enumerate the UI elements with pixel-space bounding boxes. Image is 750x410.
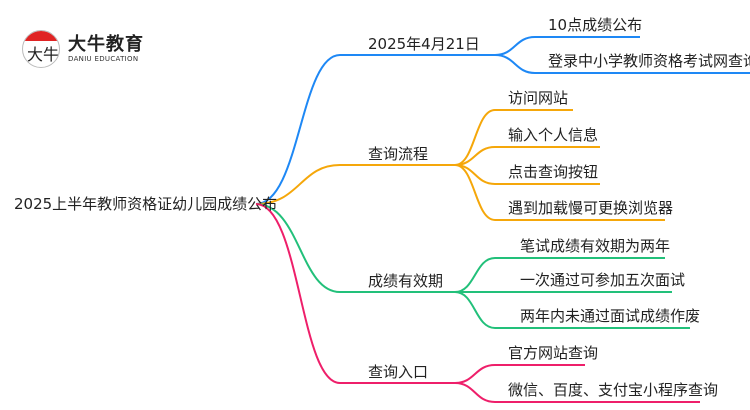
leaf: 点击查询按钮 [508,163,598,181]
edge-b2-c0 [454,257,665,293]
branch-date: 2025年4月21日 [368,35,480,53]
edge-b3-c0 [454,364,585,384]
logo-mark: 大牛 [22,30,60,68]
edge-root-b0 [255,54,495,205]
branch-query-entry: 查询入口 [368,363,428,381]
branch-query-process: 查询流程 [368,145,428,163]
edge-b2-c2 [454,291,690,329]
edge-b1-c1 [454,146,600,166]
logo: 大牛 大牛教育 DANIU EDUCATION [22,30,144,68]
leaf: 官方网站查询 [508,344,598,362]
leaf: 笔试成绩有效期为两年 [520,237,670,255]
leaf: 两年内未通过面试成绩作废 [520,307,700,325]
leaf: 登录中小学教师资格考试网查询 [548,52,750,70]
root-node: 2025上半年教师资格证幼儿园成绩公布 [14,195,277,213]
leaf: 输入个人信息 [508,126,598,144]
leaf: 访问网站 [508,89,568,107]
edge-b1-c3 [454,164,665,221]
edge-root-b1 [255,164,455,205]
leaf: 遇到加载慢可更换浏览器 [508,199,673,217]
edge-b3-c1 [454,382,700,403]
edge-b1-c0 [454,109,573,166]
logo-subtitle: DANIU EDUCATION [68,55,139,63]
leaf: 一次通过可参加五次面试 [520,271,685,289]
edge-b0-c1 [494,54,750,74]
leaf: 微信、百度、支付宝小程序查询 [508,381,718,399]
edge-b0-c0 [494,36,640,56]
edge-root-b2 [255,203,455,293]
logo-name: 大牛教育 [68,34,144,55]
branch-validity: 成绩有效期 [368,272,443,290]
leaf: 10点成绩公布 [548,16,642,34]
edge-root-b3 [255,203,455,384]
